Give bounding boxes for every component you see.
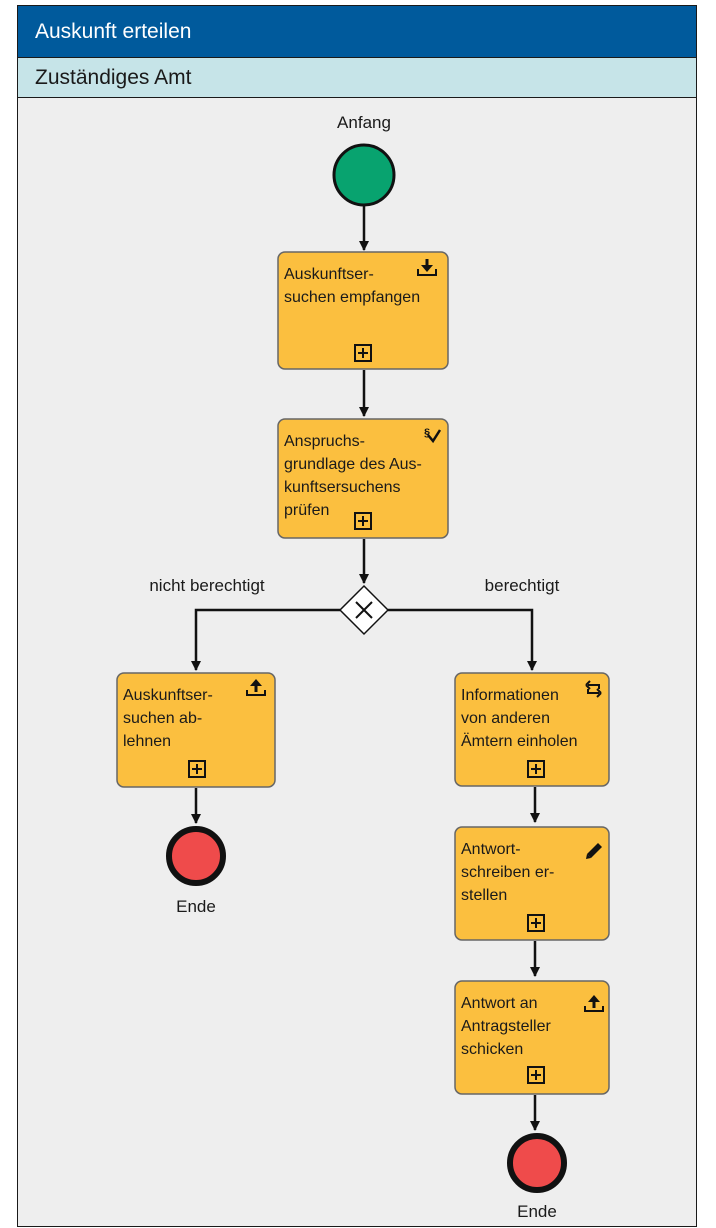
svg-text:§: § <box>424 427 430 439</box>
task-send-line-3: schicken <box>461 1041 523 1058</box>
end-event-right-label: Ende <box>517 1202 557 1221</box>
exclusive-gateway[interactable] <box>338 584 390 636</box>
task-send-answer[interactable]: Antwort an Antragsteller schicken <box>454 980 610 1095</box>
task-write-answer[interactable]: Antwort- schreiben er- stellen <box>454 826 610 941</box>
flow-gateway-to-reject <box>191 608 340 671</box>
task-check[interactable]: Anspruchs- grundlage des Aus- kunftsersu… <box>277 418 449 539</box>
task-reject[interactable]: Auskunftser- suchen ab- lehnen <box>116 672 276 788</box>
task-gather-line-1: Informationen <box>461 687 559 704</box>
lane-title: Zuständiges Amt <box>18 58 696 98</box>
task-write-line-2: schreiben er- <box>461 864 554 881</box>
sequence-flows <box>191 205 540 1131</box>
task-gather-line-2: von anderen <box>461 710 550 727</box>
task-gather-line-3: Ämtern einholen <box>461 732 578 750</box>
task-check-line-2: grundlage des Aus- <box>284 456 422 473</box>
send-icon <box>246 679 266 696</box>
subprocess-expand-icon[interactable] <box>354 344 372 362</box>
start-event[interactable] <box>332 143 396 207</box>
task-reject-line-3: lehnen <box>123 733 171 750</box>
task-send-line-2: Antragsteller <box>461 1018 551 1035</box>
diagram-frame: Auskunft erteilen Zuständiges Amt <box>17 5 697 1227</box>
task-reject-line-2: suchen ab- <box>123 710 202 727</box>
task-receive[interactable]: Auskunftser- suchen empfangen <box>277 251 449 370</box>
start-event-label: Anfang <box>337 113 391 132</box>
gateway-label-not-eligible: nicht berechtigt <box>149 576 265 595</box>
gateway-label-eligible: berechtigt <box>485 576 560 595</box>
task-receive-line-1: Auskunftser- <box>284 266 374 283</box>
subprocess-expand-icon[interactable] <box>527 914 545 932</box>
exchange-icon <box>585 680 602 698</box>
task-gather-information[interactable]: Informationen von anderen Ämtern einhole… <box>454 672 610 787</box>
task-reject-line-1: Auskunftser- <box>123 687 213 704</box>
task-write-line-1: Antwort- <box>461 841 521 858</box>
task-receive-line-2: suchen empfangen <box>284 289 420 306</box>
task-check-line-1: Anspruchs- <box>284 433 365 450</box>
task-check-line-4: prüfen <box>284 502 329 519</box>
subprocess-expand-icon[interactable] <box>527 760 545 778</box>
subprocess-expand-icon[interactable] <box>354 512 372 530</box>
end-event-right[interactable] <box>507 1133 567 1193</box>
subprocess-expand-icon[interactable] <box>527 1066 545 1084</box>
task-check-line-3: kunftsersuchens <box>284 479 401 496</box>
receive-icon <box>417 259 437 276</box>
rule-icon: § <box>424 427 442 444</box>
end-event-left[interactable] <box>166 826 226 886</box>
task-send-line-1: Antwort an <box>461 995 537 1012</box>
task-write-line-3: stellen <box>461 887 507 904</box>
pencil-icon <box>586 843 602 859</box>
page-title: Auskunft erteilen <box>18 6 696 58</box>
flow-gateway-to-gather <box>388 608 537 671</box>
send-icon <box>584 995 604 1012</box>
subprocess-expand-icon[interactable] <box>188 760 206 778</box>
end-event-left-label: Ende <box>176 897 216 916</box>
